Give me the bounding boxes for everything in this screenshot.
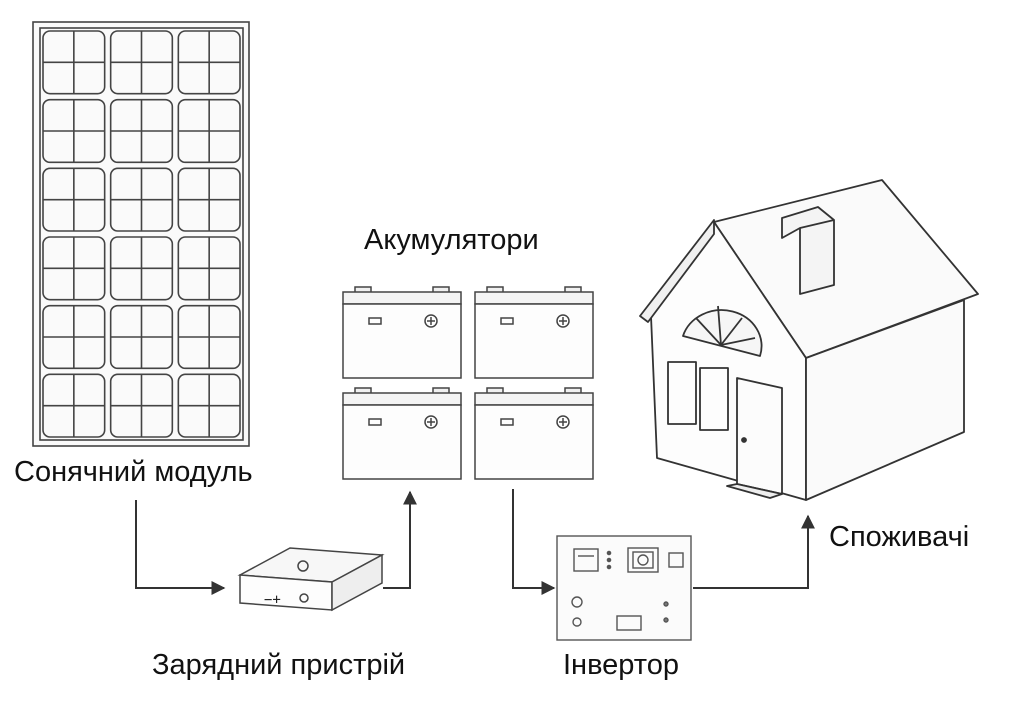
arrow-inverter-to-house: [693, 514, 815, 589]
flow-arrows: [135, 489, 815, 595]
arrow-charger-to-batteries: [383, 490, 417, 589]
battery-icon: [342, 286, 462, 379]
battery-icon: [474, 286, 594, 379]
battery-icon: [342, 387, 462, 480]
solar-module-label: Сонячний модуль: [14, 456, 253, 488]
batteries-label: Акумулятори: [364, 224, 539, 256]
charger-polarity: −+: [264, 592, 281, 608]
arrow-panel-to-charger: [135, 500, 226, 595]
arrow-batteries-to-inverter: [512, 489, 556, 595]
battery-icon: [474, 387, 594, 480]
inverter-label: Інвертор: [563, 649, 679, 681]
consumers-label: Споживачі: [829, 521, 970, 553]
house-icon: [639, 179, 979, 501]
battery-bank: [342, 286, 594, 480]
solar-panel-icon: [32, 21, 250, 447]
charger-label: Зарядний пристрій: [152, 649, 406, 681]
charger-icon: −+: [237, 547, 385, 612]
inverter-icon: [556, 535, 692, 641]
